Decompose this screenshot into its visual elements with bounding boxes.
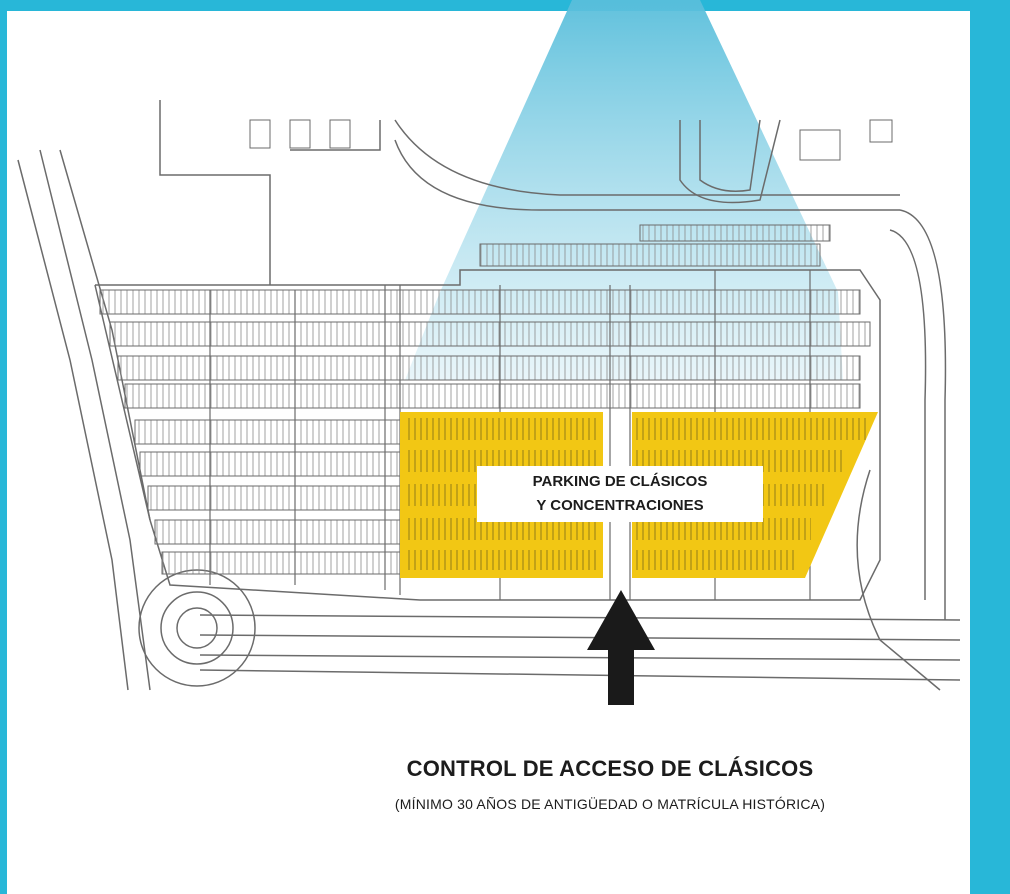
road-network: [17, 100, 961, 691]
classic-parking-zone: [400, 412, 878, 578]
zone-label: PARKING DE CLÁSICOS Y CONCENTRACIONES: [477, 466, 763, 522]
arrow-up-icon: [587, 590, 655, 705]
view-cone-icon: [405, 0, 843, 380]
parking-rows: [99, 119, 893, 575]
zone-label-line2: Y CONCENTRACIONES: [536, 497, 704, 514]
access-title: CONTROL DE ACCESO DE CLÁSICOS: [406, 756, 814, 781]
access-subtitle: (MÍNIMO 30 AÑOS DE ANTIGÜEDAD O MATRÍCUL…: [394, 796, 826, 812]
top-frame: [0, 0, 1010, 11]
zone-label-line1: PARKING DE CLÁSICOS: [532, 473, 708, 490]
